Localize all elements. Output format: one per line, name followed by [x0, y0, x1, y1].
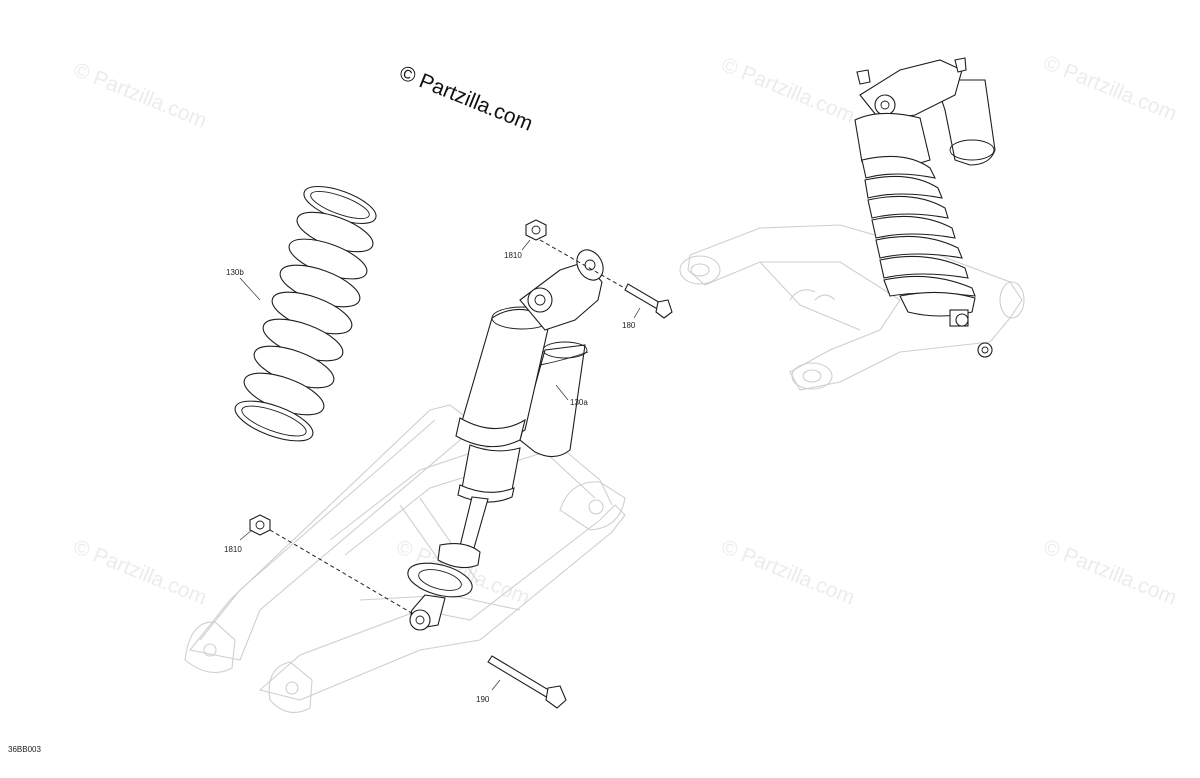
watermark: © Partzilla.com [1040, 535, 1180, 609]
callout-190: 190 [476, 695, 490, 704]
leader-180 [633, 307, 641, 319]
callout-130a: 130a [570, 398, 588, 407]
watermarks: © Partzilla.com © Partzilla.com © Partzi… [70, 51, 1180, 609]
callout-180: 180 [622, 321, 636, 330]
nut-1810-top [525, 219, 547, 241]
watermark: © Partzilla.com [1040, 51, 1180, 125]
watermark: © Partzilla.com [718, 535, 858, 609]
diagram-code: 36BB003 [8, 745, 41, 754]
leader-190 [491, 679, 501, 691]
watermark: © Partzilla.com [718, 53, 858, 127]
coil-spring-right [861, 155, 976, 297]
axis-line-bottom [269, 529, 416, 616]
bolt-190 [487, 655, 567, 709]
callout-1810-bottom: 1810 [224, 545, 242, 554]
shock-130a [407, 249, 604, 631]
bolt-180 [624, 283, 673, 319]
leader-130a [555, 384, 569, 401]
callout-1810-top: 1810 [504, 251, 522, 260]
watermark: © Partzilla.com [70, 58, 210, 132]
leader-1810-bottom [239, 529, 253, 541]
brand-watermark: © Partzilla.com [396, 61, 536, 135]
leader-130b [239, 277, 261, 301]
callout-130b: 130b [226, 268, 244, 277]
watermark: © Partzilla.com [70, 535, 210, 609]
axis-line-top [539, 239, 629, 291]
leader-1810-top [521, 239, 531, 251]
spring-130b [234, 185, 377, 442]
assembled-shock-right [854, 57, 996, 358]
nut-1810-bottom [249, 514, 271, 536]
